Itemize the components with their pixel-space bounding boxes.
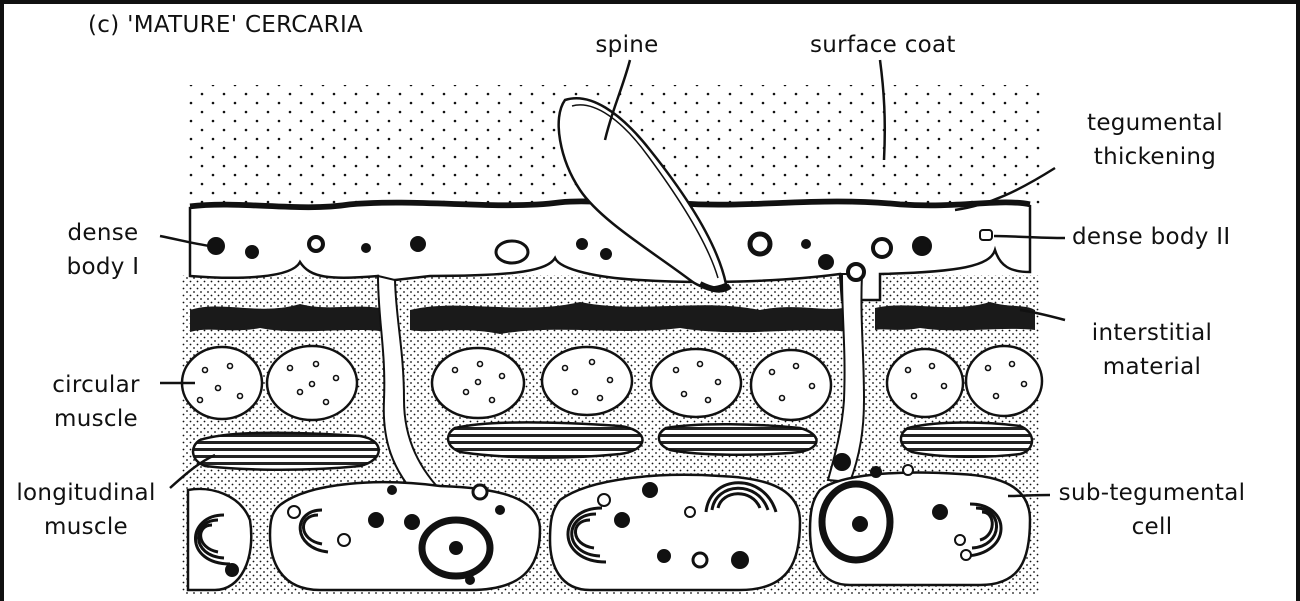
label-sub-tegumental-cell-line2: cell	[1052, 512, 1252, 542]
panel-title: (c) 'MATURE' CERCARIA	[88, 10, 363, 40]
label-dense-body-i-line1: dense	[48, 218, 158, 248]
label-spine: spine	[572, 30, 682, 60]
label-longitudinal-muscle-line2: muscle	[6, 512, 166, 542]
label-interstitial-material-line1: interstitial	[1072, 318, 1232, 348]
label-tegumental-thickening-line2: thickening	[1060, 142, 1250, 172]
label-interstitial-material-line2: material	[1072, 352, 1232, 382]
label-circular-muscle-line1: circular	[36, 370, 156, 400]
label-circular-muscle-line2: muscle	[36, 404, 156, 434]
label-longitudinal-muscle-line1: longitudinal	[6, 478, 166, 508]
interstitial-band-1	[190, 304, 390, 332]
label-tegumental-thickening-line1: tegumental	[1060, 108, 1250, 138]
circular-muscle-group	[182, 346, 1042, 420]
label-dense-body-ii: dense body II	[1072, 222, 1230, 252]
sub-tegumental-cells	[188, 473, 1030, 590]
label-sub-tegumental-cell-line1: sub-tegumental	[1052, 478, 1252, 508]
label-dense-body-i-line2: body I	[48, 252, 158, 282]
label-surface-coat: surface coat	[810, 30, 956, 60]
